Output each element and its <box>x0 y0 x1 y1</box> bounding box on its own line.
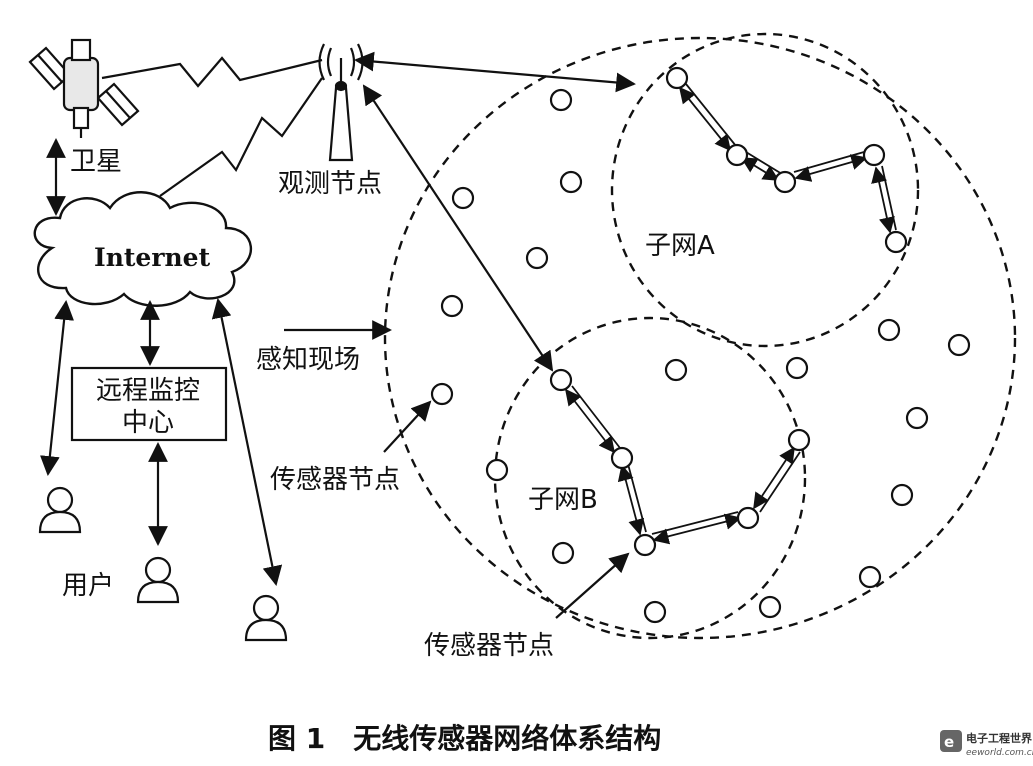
user-icon-left <box>38 486 82 534</box>
sensor-node <box>633 533 657 557</box>
sensor-node <box>884 230 908 254</box>
arrow-sensor-node-bottom <box>555 552 630 619</box>
subnet-a-chain <box>678 83 897 234</box>
wireless-link-satellite <box>101 56 323 88</box>
subnet-a-label: 子网A <box>645 231 715 261</box>
sensor-node <box>877 318 901 342</box>
sensor-node <box>559 170 583 194</box>
sensor-node <box>858 565 882 589</box>
sensor-node <box>610 446 634 470</box>
satellite-label: 卫星 <box>70 147 122 177</box>
sensor-node <box>551 541 575 565</box>
internet-cloud-icon <box>33 191 252 307</box>
sensor-node-label-bottom: 传感器节点 <box>424 631 554 661</box>
subnet-b-boundary <box>493 316 807 640</box>
sensor-node <box>758 595 782 619</box>
observe-node-label: 观测节点 <box>278 169 382 199</box>
eeworld-watermark-logo: e 电子工程世界 eeworld.com.cn <box>940 730 1033 758</box>
arrow-internet-user-left <box>40 300 74 476</box>
watermark-line2: eeworld.com.cn <box>966 748 1033 758</box>
link-arrows <box>40 51 636 619</box>
internet-label: Internet <box>94 243 211 272</box>
remote-center-label-line1: 远程监控 <box>96 376 200 406</box>
sensor-node <box>785 356 809 380</box>
arrow-internet-user-right <box>211 298 283 586</box>
subnet-a-boundary <box>610 32 920 348</box>
sensor-node <box>787 428 811 452</box>
sensor-node <box>947 333 971 357</box>
sensor-node <box>664 358 688 382</box>
remote-center-label-line2: 中心 <box>122 408 174 438</box>
sensor-node <box>485 458 509 482</box>
sensor-node <box>549 88 573 112</box>
sensor-node <box>890 483 914 507</box>
sensor-node <box>862 143 886 167</box>
sensor-node <box>725 143 749 167</box>
arrow-observe-subnet-a <box>354 51 636 93</box>
sensor-node <box>736 506 760 530</box>
sensor-node <box>451 186 475 210</box>
sensor-node <box>773 170 797 194</box>
user-label: 用户 <box>62 571 114 601</box>
sensing-field-label: 感知现场 <box>256 345 360 375</box>
sensor-node <box>440 294 464 318</box>
sensor-nodes <box>430 66 971 624</box>
sensor-node <box>643 600 667 624</box>
subnet-b-label: 子网B <box>528 485 598 515</box>
sensor-node <box>665 66 689 90</box>
sensing-field-boundary <box>383 36 1017 640</box>
wireless-link-internet <box>159 77 323 197</box>
satellite-icon <box>28 38 140 138</box>
user-icon-right <box>244 594 288 642</box>
arrow-observe-subnet-b <box>362 84 554 372</box>
sensor-node <box>549 368 573 392</box>
arrow-sensor-node-left <box>383 400 432 453</box>
remote-monitoring-center-box <box>70 366 228 442</box>
user-icon-middle <box>136 556 180 604</box>
figure-caption: 图 1 无线传感器网络体系结构 <box>268 722 661 755</box>
sensor-node <box>525 246 549 270</box>
watermark-line1: 电子工程世界 <box>966 731 1032 745</box>
sensor-node-label-left: 传感器节点 <box>270 465 400 495</box>
sensor-node <box>905 406 929 430</box>
subnet-b-chain <box>565 385 801 545</box>
sensor-node <box>430 382 454 406</box>
observation-node-icon <box>318 43 364 162</box>
svg-text:e: e <box>944 733 954 751</box>
